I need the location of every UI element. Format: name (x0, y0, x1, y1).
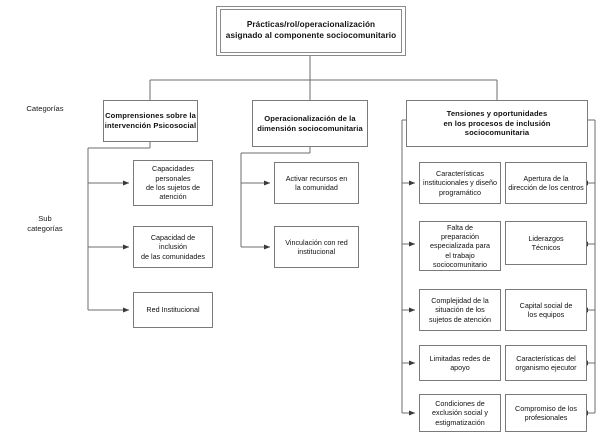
category-node-tensiones[interactable]: Tensiones y oportunidades en los proceso… (406, 100, 588, 147)
subcategory-node-complejidad-situacion[interactable]: Complejidad de la situación de los sujet… (419, 289, 501, 331)
subcategory-node-limitadas-redes[interactable]: Limitadas redes de apoyo (419, 345, 501, 381)
subcategory-node-condiciones-exclusion[interactable]: Condiciones de exclusión social y estigm… (419, 394, 501, 432)
subcategory-node-falta-preparacion[interactable]: Falta de preparación especializada para … (419, 221, 501, 271)
subcategory-node-activar-recursos[interactable]: Activar recursos en la comunidad (274, 162, 359, 204)
subcategory-node-capital-social[interactable]: Capital social de los equipos (505, 289, 587, 331)
subcategory-node-compromiso-profesionales[interactable]: Compromiso de los profesionales (505, 394, 587, 432)
subcategory-node-capacidad-inclusion[interactable]: Capacidad de inclusión de las comunidade… (133, 226, 213, 268)
subcategory-node-capacidades-personales[interactable]: Capacidades personales de los sujetos de… (133, 160, 213, 206)
subcategory-node-red-institucional[interactable]: Red Institucional (133, 292, 213, 328)
subcategory-node-vinculacion-red[interactable]: Vinculación con red institucional (274, 226, 359, 268)
category-node-comprensiones[interactable]: Comprensiones sobre la intervención Psic… (103, 100, 198, 142)
root-node-label: Prácticas/rol/operacionalización asignad… (220, 9, 402, 53)
subcategory-node-caracteristicas-institucionales[interactable]: Características institucionales y diseño… (419, 162, 501, 204)
subcategory-node-liderazgos-tecnicos[interactable]: Liderazgos Técnicos (505, 221, 587, 265)
axis-label-sub-categorias: Sub categorías (27, 214, 63, 234)
category-node-operacionalizacion[interactable]: Operacionalización de la dimensión socio… (252, 100, 368, 147)
axis-label-categorias: Categorías (26, 104, 64, 113)
subcategory-node-apertura-direccion[interactable]: Apertura de la dirección de los centros (505, 162, 587, 204)
root-node[interactable]: Prácticas/rol/operacionalización asignad… (216, 6, 406, 56)
subcategory-node-caracteristicas-organismo[interactable]: Características del organismo ejecutor (505, 345, 587, 381)
